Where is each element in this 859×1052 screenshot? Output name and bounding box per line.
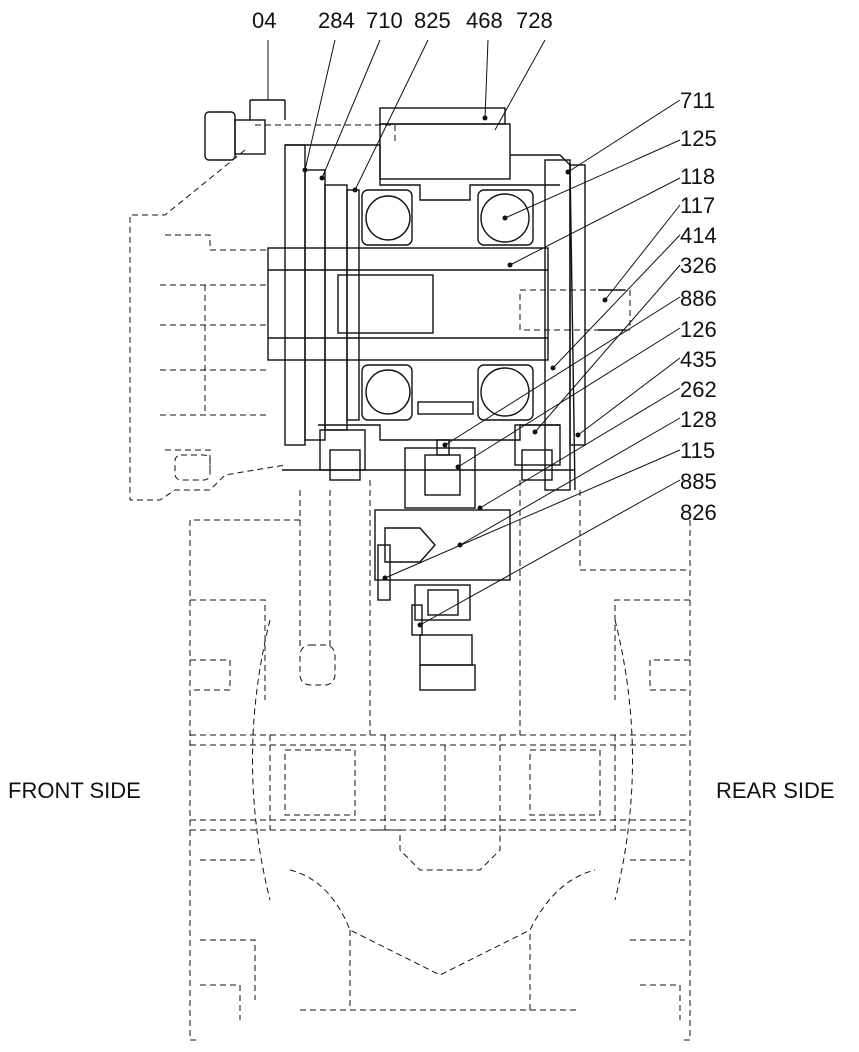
- callout-115: 115: [680, 438, 715, 463]
- leader-dots: [302, 115, 608, 628]
- lower-casing-hidden-lines: [189, 480, 691, 1041]
- rear-side-label: REAR SIDE: [716, 778, 835, 803]
- callout-117: 117: [680, 193, 715, 218]
- callout-126: 126: [680, 317, 717, 342]
- callout-284: 284: [318, 8, 355, 33]
- callout-04: 04: [252, 8, 276, 33]
- callout-885: 885: [680, 469, 717, 494]
- callout-labels: 04 284 710 825 468 728 711 125 118 117 4…: [252, 8, 717, 525]
- callout-326: 326: [680, 253, 717, 278]
- callout-414: 414: [680, 223, 717, 248]
- callout-262: 262: [680, 377, 717, 402]
- callout-826: 826: [680, 500, 717, 525]
- callout-435: 435: [680, 347, 717, 372]
- callout-711: 711: [680, 88, 715, 113]
- callout-710: 710: [366, 8, 403, 33]
- callout-825: 825: [414, 8, 451, 33]
- upper-assembly: [204, 99, 631, 691]
- callout-728: 728: [516, 8, 553, 33]
- callout-118: 118: [680, 164, 715, 189]
- callout-468: 468: [466, 8, 503, 33]
- leader-lines: [267, 39, 681, 626]
- left-flange-hidden-lines: [129, 124, 396, 501]
- callout-128: 128: [680, 407, 717, 432]
- front-side-label: FRONT SIDE: [8, 778, 141, 803]
- callout-886: 886: [680, 286, 717, 311]
- callout-125: 125: [680, 126, 717, 151]
